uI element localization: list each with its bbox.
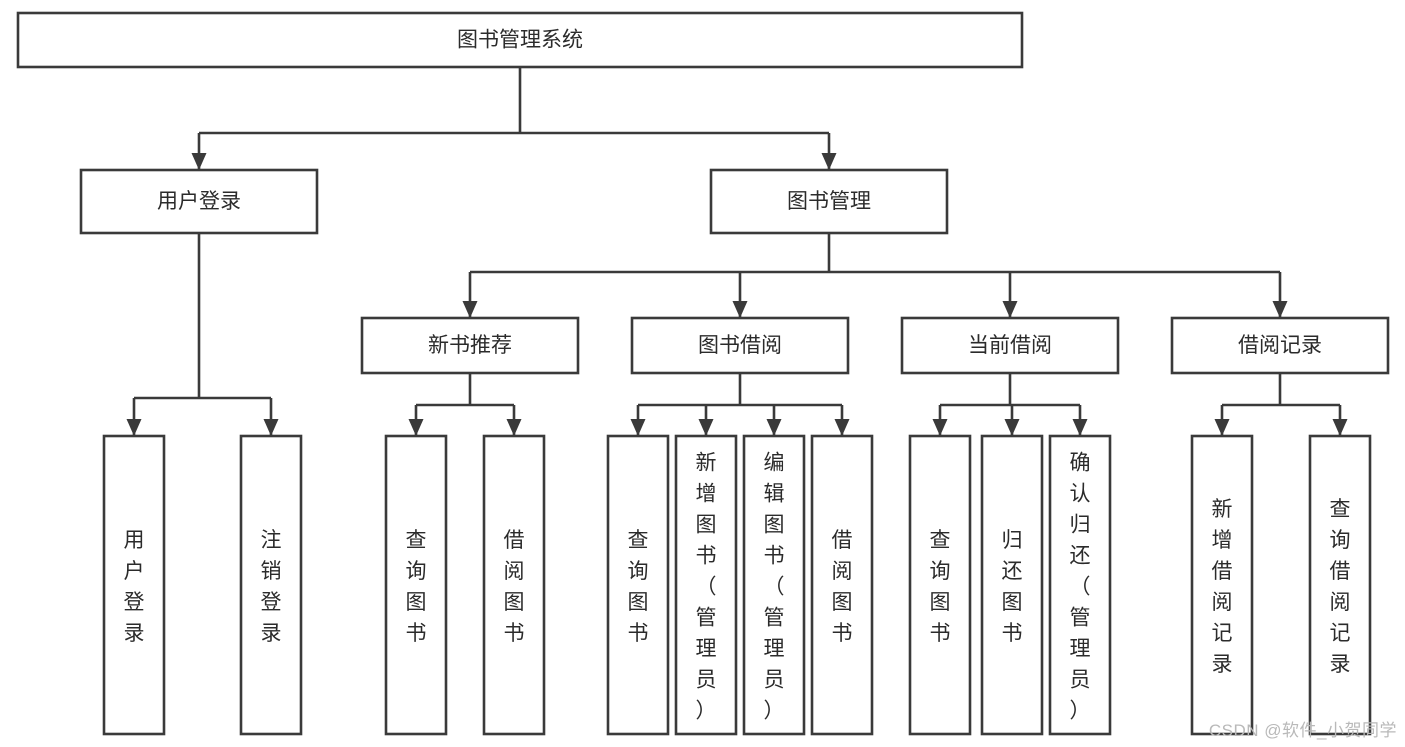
node-label: 图书管理系统 [457,29,583,52]
arrow-head-icon [126,419,142,436]
node-label: 注销登录 [261,529,282,645]
node-leaf[interactable]: 查询借阅记录 [1308,434,1372,736]
node-box[interactable] [384,434,448,736]
node-box[interactable] [606,434,670,736]
node-branch[interactable]: 用户登录 [79,168,319,235]
node-branch[interactable]: 当前借阅 [900,316,1120,375]
connector-group [1214,373,1348,436]
node-box[interactable] [102,434,166,736]
connector-group [191,67,837,170]
arrow-head-icon [263,419,279,436]
node-box[interactable] [239,434,303,736]
node-leaf[interactable]: 新增图书（管理员） [674,434,738,736]
arrow-head-icon [698,419,714,436]
node-leaf[interactable]: 查询图书 [606,434,670,736]
node-label: 用户登录 [124,529,145,645]
arrow-head-icon [1214,419,1230,436]
node-leaf[interactable]: 归还图书 [980,434,1044,736]
node-box[interactable] [908,434,972,736]
node-label: 借阅图书 [832,529,853,645]
arrow-head-icon [821,153,837,170]
arrow-head-icon [732,301,748,318]
arrow-head-icon [834,419,850,436]
node-label: 新增借阅记录 [1212,498,1233,676]
watermark-label: CSDN @软件_小贺同学 [1208,721,1397,740]
node-leaf[interactable]: 编辑图书（管理员） [742,434,806,736]
node-label: 编辑图书（管理员） [764,452,785,723]
arrow-head-icon [1332,419,1348,436]
node-box[interactable] [1190,434,1254,736]
node-box[interactable] [1170,316,1390,375]
arrow-head-icon [1004,419,1020,436]
node-label: 图书管理 [787,190,871,213]
arrow-head-icon [506,419,522,436]
connector-group [630,373,850,436]
node-box[interactable] [1048,434,1112,736]
arrow-head-icon [1272,301,1288,318]
node-layer: 图书管理系统用户登录图书管理新书推荐图书借阅当前借阅借阅记录用户登录注销登录查询… [16,11,1390,736]
node-leaf[interactable]: 用户登录 [102,434,166,736]
node-root[interactable]: 图书管理系统 [16,11,1024,69]
connector-group [932,373,1088,436]
arrow-head-icon [408,419,424,436]
arrow-head-icon [1002,301,1018,318]
node-box[interactable] [810,434,874,736]
arrow-head-icon [932,419,948,436]
node-label: 用户登录 [157,190,241,213]
node-box[interactable] [674,434,738,736]
arrow-head-icon [191,153,207,170]
node-label: 新增图书（管理员） [696,452,717,723]
arrow-head-icon [1072,419,1088,436]
arrow-head-icon [630,419,646,436]
node-leaf[interactable]: 新增借阅记录 [1190,434,1254,736]
node-label: 归还图书 [1002,529,1023,645]
node-label: 借阅记录 [1238,334,1322,357]
node-label: 确认归还（管理员） [1070,452,1091,723]
connector-group [408,373,522,436]
node-box[interactable] [630,316,850,375]
connector-layer [126,67,1348,436]
node-leaf[interactable]: 确认归还（管理员） [1048,434,1112,736]
node-branch[interactable]: 借阅记录 [1170,316,1390,375]
node-label: 查询图书 [628,529,649,645]
connector-group [126,233,279,436]
node-box[interactable] [16,11,1024,69]
connector-group [462,233,1288,318]
node-leaf[interactable]: 借阅图书 [810,434,874,736]
arrow-head-icon [462,301,478,318]
node-leaf[interactable]: 借阅图书 [482,434,546,736]
node-label: 查询图书 [930,529,951,645]
node-label: 借阅图书 [504,529,525,645]
node-label: 当前借阅 [968,334,1052,357]
node-box[interactable] [980,434,1044,736]
node-box[interactable] [900,316,1120,375]
node-branch[interactable]: 图书借阅 [630,316,850,375]
node-box[interactable] [709,168,949,235]
node-leaf[interactable]: 注销登录 [239,434,303,736]
node-box[interactable] [79,168,319,235]
node-label: 图书借阅 [698,334,782,357]
node-label: 新书推荐 [428,334,512,357]
node-leaf[interactable]: 查询图书 [908,434,972,736]
node-box[interactable] [482,434,546,736]
node-branch[interactable]: 图书管理 [709,168,949,235]
node-branch[interactable]: 新书推荐 [360,316,580,375]
node-box[interactable] [742,434,806,736]
node-leaf[interactable]: 查询图书 [384,434,448,736]
arrow-head-icon [766,419,782,436]
node-label: 查询借阅记录 [1330,498,1351,676]
node-box[interactable] [360,316,580,375]
node-box[interactable] [1308,434,1372,736]
node-label: 查询图书 [406,529,427,645]
